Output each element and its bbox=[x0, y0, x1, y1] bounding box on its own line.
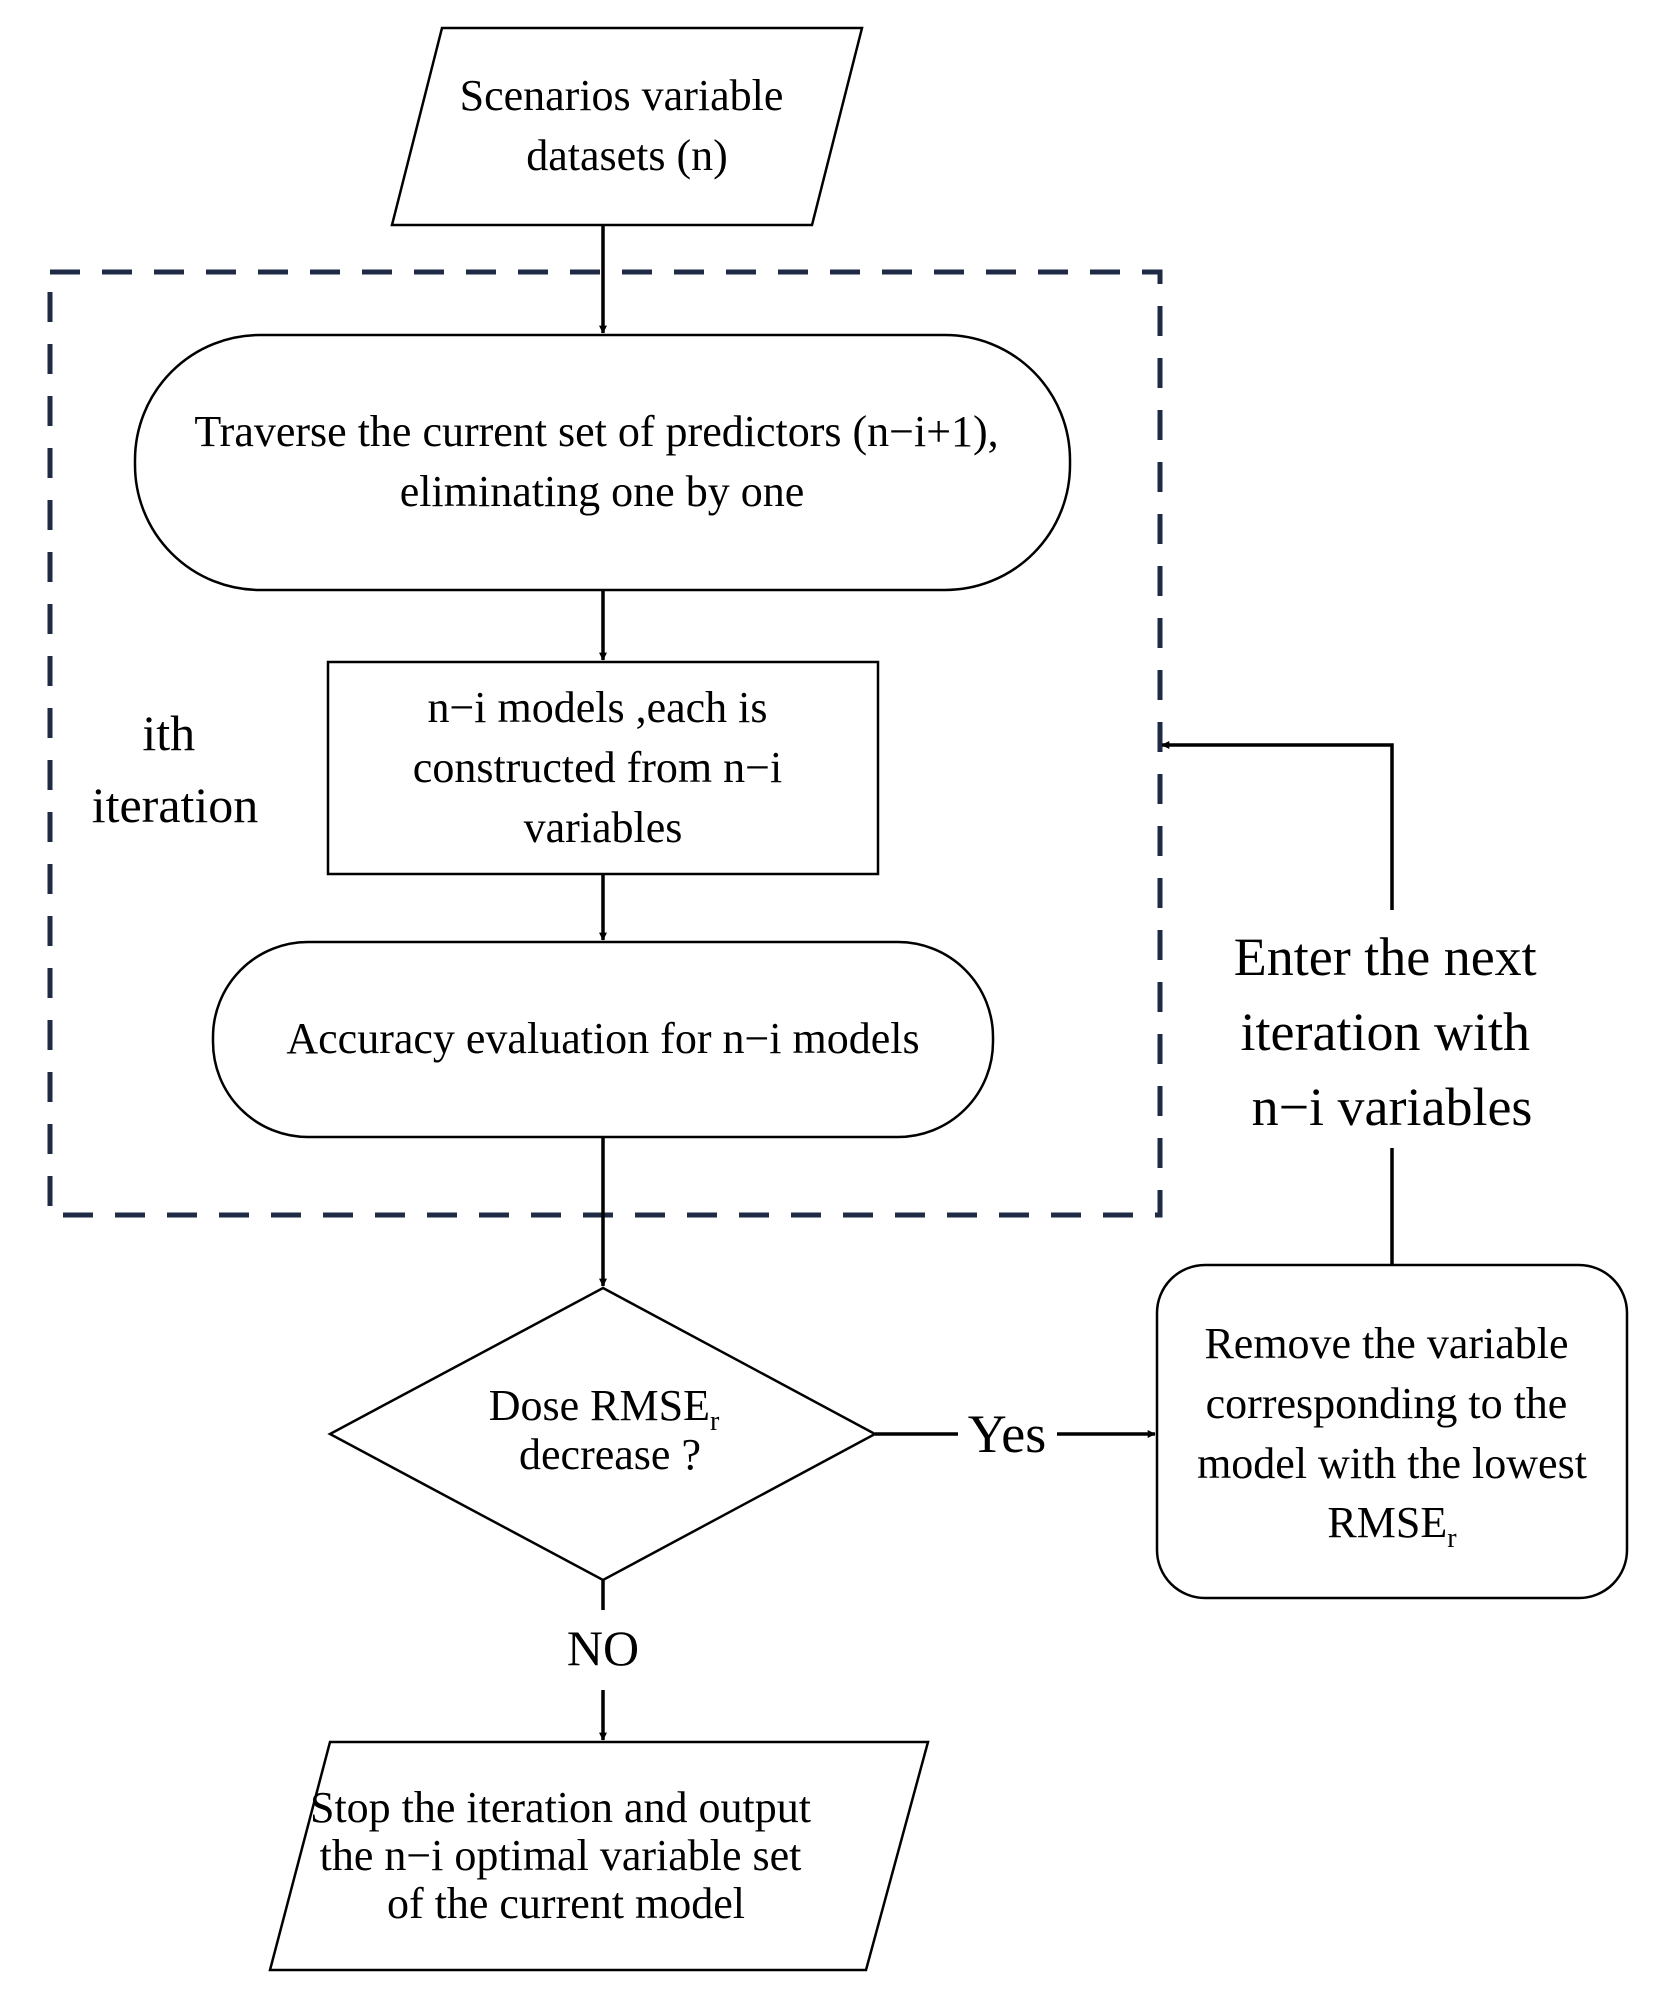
edge-loop-upper bbox=[1161, 741, 1394, 910]
iteration-group-label: ith iteration bbox=[92, 705, 259, 833]
remove-node bbox=[1155, 1263, 1629, 1600]
accuracy-label: Accuracy evaluation for n−i models bbox=[286, 1014, 919, 1063]
output-label: Stop the iteration and output the n−i op… bbox=[310, 1783, 822, 1928]
input-data-node bbox=[390, 26, 864, 227]
iteration-group-border bbox=[47, 269, 1163, 1218]
input-data-label: Scenarios variable datasets (n) bbox=[460, 71, 795, 180]
decision-label-line1: Dose RMSEr bbox=[489, 1381, 720, 1437]
edge-no-label: NO bbox=[567, 1620, 639, 1676]
remove-label-rmse: RMSEr bbox=[1327, 1498, 1457, 1554]
traverse-label: Traverse the current set of predictors (… bbox=[194, 407, 1009, 516]
models-label: n−i models ,each is constructed from n−i… bbox=[413, 683, 793, 852]
models-node bbox=[326, 660, 880, 876]
output-node bbox=[268, 1740, 930, 1972]
decision-label-line2: decrease ? bbox=[519, 1430, 701, 1479]
edge-loop-label: Enter the next iteration with n−i variab… bbox=[1234, 927, 1550, 1137]
remove-label: Remove the variable corresponding to the… bbox=[1197, 1319, 1587, 1488]
traverse-node bbox=[133, 333, 1072, 592]
edge-yes-label: Yes bbox=[968, 1404, 1047, 1464]
